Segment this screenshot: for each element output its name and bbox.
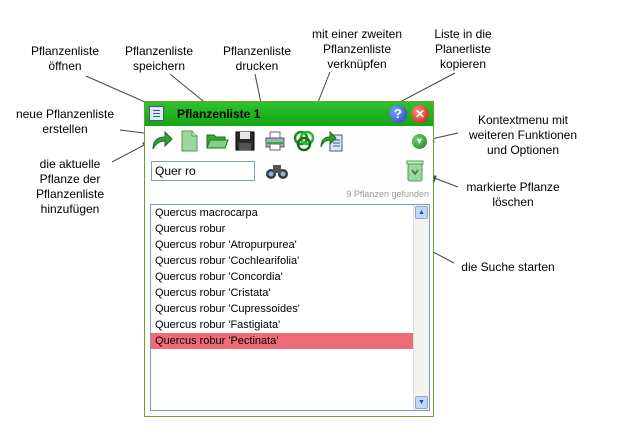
open-folder-icon[interactable]: [205, 129, 229, 153]
trash-delete-icon[interactable]: [405, 158, 425, 182]
new-list-icon[interactable]: [177, 129, 201, 153]
annotation-link-list: mit einer zweiten Pflanzenliste verknüpf…: [311, 27, 403, 71]
annotation-new-list: neue Pflanzenliste erstellen: [15, 107, 115, 136]
list-item-selected[interactable]: Quercus robur 'Pectinata': [151, 333, 416, 349]
list-item[interactable]: Quercus robur 'Concordia': [155, 271, 283, 283]
binoculars-search-icon[interactable]: [265, 161, 289, 181]
annotation-open-list: Pflanzenliste öffnen: [30, 44, 100, 73]
plant-list-window: Pflanzenliste 1 ? ✕ ▾: [144, 101, 434, 417]
annotation-add-plant: die aktuelle Pflanze der Pflanzenliste h…: [35, 157, 105, 216]
list-item[interactable]: Quercus macrocarpa: [155, 207, 258, 219]
add-plant-arrow-icon[interactable]: [149, 129, 173, 153]
context-menu-button[interactable]: ▾: [412, 134, 427, 149]
annotation-delete-plant: markierte Pflanze löschen: [466, 180, 560, 209]
result-count: 9 Pflanzen gefunden: [346, 189, 429, 199]
list-item[interactable]: Quercus robur: [155, 223, 226, 235]
copy-to-planner-icon[interactable]: [320, 129, 344, 153]
scroll-up-button[interactable]: ▲: [415, 206, 428, 219]
annotation-save-list: Pflanzenliste speichern: [124, 44, 194, 73]
plant-list[interactable]: Quercus macrocarpa Quercus robur Quercus…: [150, 204, 430, 411]
annotation-context-menu: Kontextmenu mit weiteren Funktionen und …: [468, 113, 578, 157]
list-item[interactable]: Quercus robur 'Cochlearifolia': [155, 255, 300, 267]
annotation-start-search: die Suche starten: [461, 260, 555, 274]
help-button[interactable]: ?: [389, 105, 407, 123]
title-bar: Pflanzenliste 1 ? ✕: [145, 102, 433, 126]
search-input[interactable]: [151, 161, 255, 181]
annotation-print-list: Pflanzenliste drucken: [222, 44, 292, 73]
close-button[interactable]: ✕: [411, 105, 429, 123]
list-item[interactable]: Quercus robur 'Atropurpurea': [155, 239, 297, 251]
window-title: Pflanzenliste 1: [177, 107, 261, 121]
list-item[interactable]: Quercus robur 'Cristata': [155, 287, 271, 299]
scroll-down-button[interactable]: ▼: [415, 396, 428, 409]
list-item[interactable]: Quercus robur 'Fastigiata': [155, 319, 281, 331]
list-item[interactable]: Quercus robur 'Cupressoides': [155, 303, 300, 315]
printer-icon[interactable]: [263, 129, 287, 153]
link-list-icon[interactable]: [292, 129, 316, 153]
list-window-icon: [149, 106, 164, 121]
save-disk-icon[interactable]: [233, 129, 257, 153]
vertical-scrollbar[interactable]: ▲ ▼: [413, 205, 429, 410]
annotation-copy-list: Liste in die Planerliste kopieren: [434, 27, 492, 71]
